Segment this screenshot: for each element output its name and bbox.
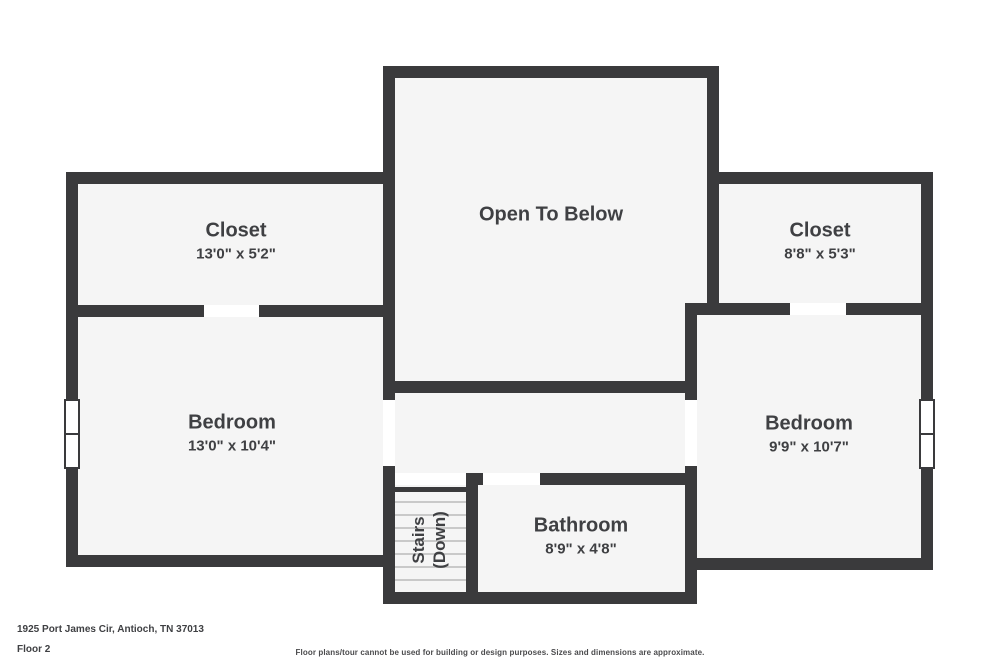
wall-left-section-top [66, 172, 395, 184]
door-opening-closet-right [790, 303, 846, 315]
wall-right-exterior [921, 172, 933, 570]
room-label-bedroom-right: Bedroom 9'9" x 10'7" [765, 412, 853, 455]
room-floor-hall [395, 393, 685, 473]
room-floor-bathroom [478, 485, 685, 592]
window-sash [66, 433, 78, 435]
wall-bedroom-left-bottom [66, 555, 395, 567]
room-label-bedroom-left: Bedroom 13'0" x 10'4" [188, 411, 276, 454]
door-opening-bedroom-left [383, 400, 395, 466]
stair-tread [395, 501, 466, 503]
room-floor-left-section [78, 184, 395, 555]
wall-closet-right-top [707, 172, 933, 184]
wall-bottom-section [383, 592, 697, 604]
window-bedroom-right [919, 399, 935, 469]
room-name: Bedroom [188, 411, 276, 434]
wall-open-below-right [707, 66, 719, 315]
wall-open-below-top [383, 66, 719, 78]
room-dimensions: 13'0" x 10'4" [187, 437, 277, 455]
wall-stairs-right [466, 473, 478, 604]
stair-tread [395, 579, 466, 581]
wall-left-exterior [66, 172, 78, 567]
room-name: Closet [205, 219, 267, 242]
stair-tread [395, 566, 466, 568]
room-label-stairs: Stairs (Down) [408, 511, 450, 569]
room-floor-open-below [395, 78, 707, 381]
room-label-closet-right: Closet 8'8" x 5'3" [784, 219, 855, 262]
floor-number-label: Floor 2 [17, 644, 51, 655]
room-dimensions: (Down) [430, 511, 449, 569]
room-dimensions: 8'9" x 4'8" [545, 540, 617, 558]
stair-tread [395, 553, 466, 555]
stair-tread [395, 527, 466, 529]
property-address: 1925 Port James Cir, Antioch, TN 37013 [17, 624, 204, 635]
window-sash [921, 433, 933, 435]
door-opening-closet-left [204, 305, 259, 317]
door-opening-bedroom-right [685, 400, 697, 466]
room-label-bathroom: Bathroom 8'9" x 4'8" [534, 514, 628, 557]
wall-center-left-upper [383, 66, 395, 400]
door-opening-bathroom [483, 473, 540, 485]
wall-bedroom-right-bottom [685, 558, 933, 570]
room-floor-bedroom-right [697, 315, 921, 558]
stair-tread [395, 514, 466, 516]
window-bedroom-left [64, 399, 80, 469]
room-dimensions: 8'8" x 5'3" [784, 245, 856, 263]
disclaimer-text: Floor plans/tour cannot be used for buil… [295, 648, 705, 657]
room-label-closet-left: Closet 13'0" x 5'2" [196, 219, 276, 262]
room-name: Stairs [409, 516, 428, 564]
room-floor-closet-right [719, 184, 921, 303]
room-dimensions: 9'9" x 10'7" [769, 438, 849, 456]
room-dimensions: 13'0" x 5'2" [196, 245, 276, 263]
room-name: Open To Below [478, 203, 624, 226]
room-name: Closet [789, 219, 851, 242]
room-label-open-below: Open To Below [479, 204, 623, 227]
wall-center-left-lower [383, 466, 395, 604]
stair-tread [395, 540, 466, 542]
wall-open-below-bottom [383, 381, 697, 393]
wall-stairs-top-edge [395, 487, 466, 492]
room-name: Bedroom [765, 412, 853, 435]
room-name: Bathroom [533, 514, 629, 537]
